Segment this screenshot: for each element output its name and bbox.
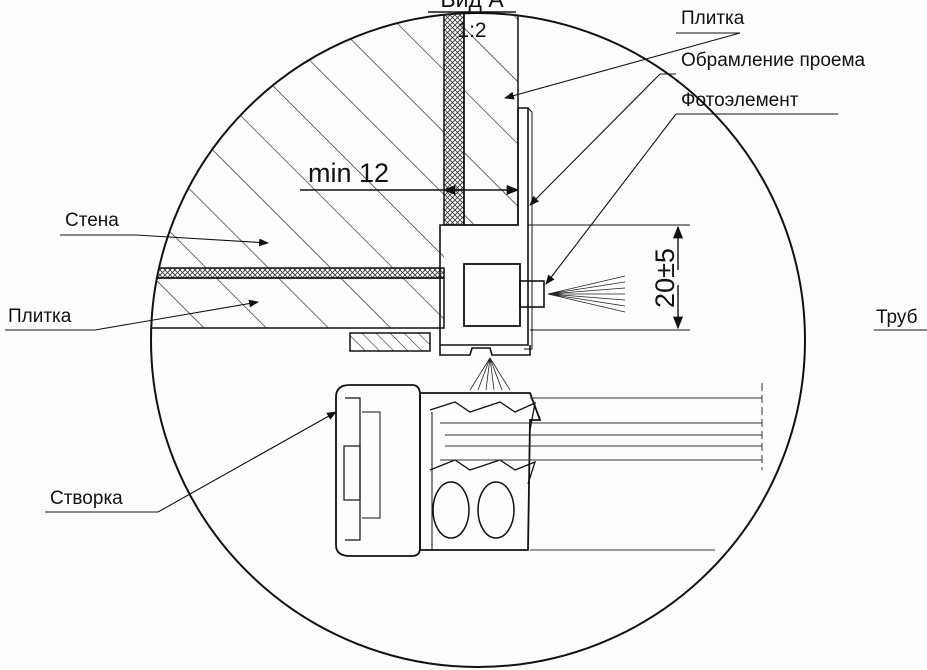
- photo-element: [463, 263, 626, 327]
- glass-panel: [440, 383, 763, 551]
- label-opening-frame: Обрамление проема: [681, 50, 866, 71]
- photo-beam: [469, 357, 511, 391]
- label-tile-top: Плитка: [681, 8, 745, 29]
- dimension-sensor: [528, 224, 690, 331]
- label-sash: Створка: [50, 488, 123, 509]
- view-scale: 1:2: [457, 19, 486, 42]
- dimension-sensor-label: 20±5: [650, 248, 680, 308]
- dimension-min12-label: min 12: [308, 158, 389, 188]
- label-pipe: Труб: [876, 307, 918, 328]
- tile-block-bottom: [151, 277, 445, 329]
- leader-opening-frame: [529, 73, 676, 206]
- opening-frame: [439, 107, 533, 356]
- seal-strip: [349, 332, 431, 352]
- leader-tile-left: [5, 299, 259, 331]
- leader-tile-top: [504, 32, 741, 100]
- leader-photo-element: [546, 113, 838, 284]
- label-wall: Стена: [65, 210, 119, 231]
- label-tile-left: Плитка: [8, 306, 72, 327]
- label-photo-element: Фотоэлемент: [681, 90, 799, 111]
- leader-wall: [60, 234, 269, 247]
- wall-section: [151, 13, 444, 268]
- tile-layer-left: [151, 267, 445, 279]
- sash-profile: [335, 384, 542, 557]
- view-title: Вид А: [440, 0, 504, 12]
- leader-sash: [45, 411, 337, 513]
